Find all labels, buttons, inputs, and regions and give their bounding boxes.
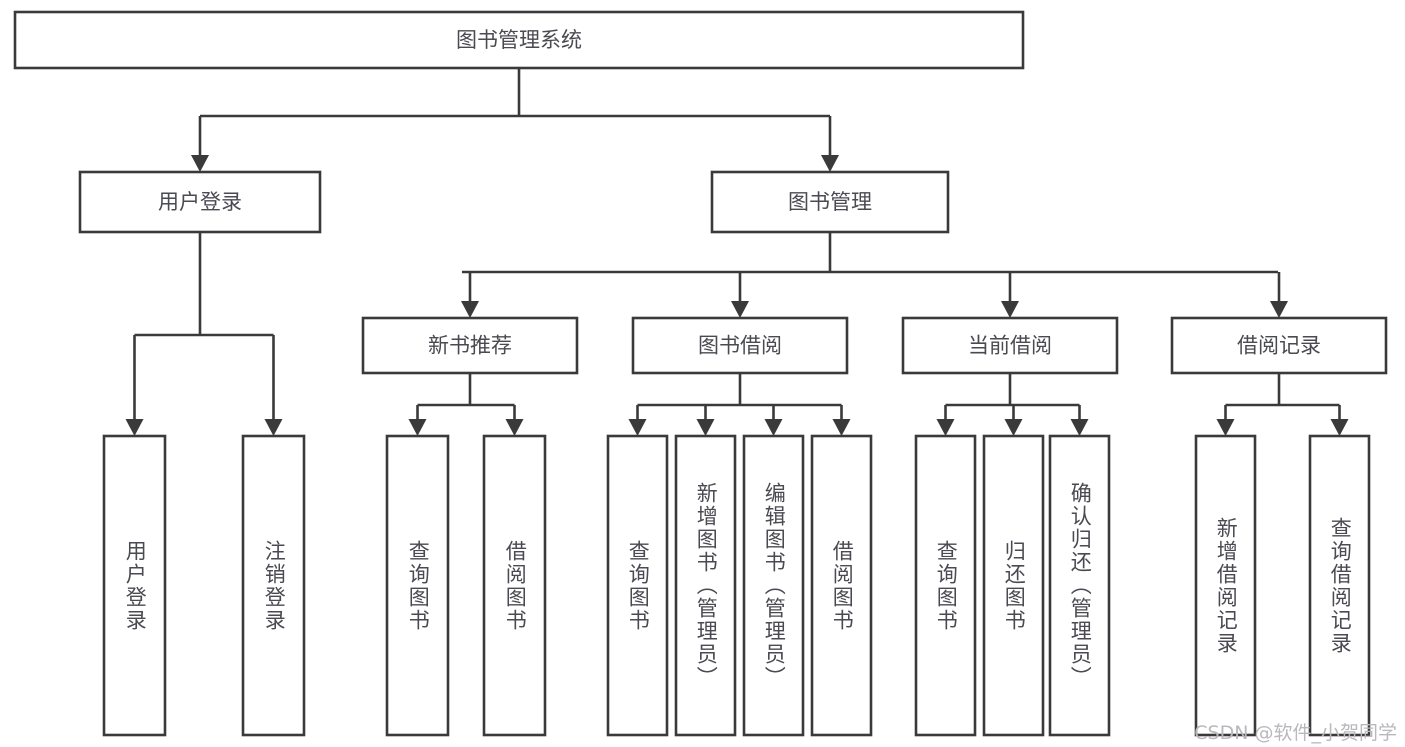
arrow-leaf-query-book-2 [628,419,647,436]
node-leaf-borrow-book-1[interactable] [482,434,547,737]
node-leaf-return-book[interactable] [982,434,1045,737]
node-leaf-query-book-3[interactable] [914,434,977,737]
connectors-layer [125,68,1349,436]
node-leaf-user-login[interactable] [102,434,167,737]
arrow-user-login [191,155,209,172]
csdn-watermark: CSDN @软件_小贺同学 [1194,722,1397,744]
arrow-leaf-logout [264,419,283,436]
arrow-new-book-recommend [461,301,479,318]
node-leaf-add-book[interactable] [674,434,737,737]
arrow-leaf-query-record [1330,419,1349,436]
arrow-book-manage [821,155,839,172]
node-user-login[interactable] [78,170,322,234]
node-book-borrow-label: 图书借阅 [698,334,782,358]
node-leaf-add-record[interactable] [1194,434,1257,737]
node-leaf-confirm-return[interactable] [1048,434,1111,737]
node-root-label: 图书管理系统 [456,28,582,52]
node-new-book-recommend[interactable] [361,316,579,375]
boxes-layer [13,10,1388,737]
node-user-login-label: 用户登录 [158,190,242,214]
arrow-leaf-borrow-book-2 [832,419,851,436]
arrow-borrow-record [1270,301,1288,318]
arrow-leaf-return-book [1004,419,1023,436]
node-leaf-query-record[interactable] [1308,434,1371,737]
node-root[interactable] [13,10,1025,70]
arrow-leaf-add-book [696,419,715,436]
arrow-current-borrow [1001,301,1019,318]
arrow-leaf-query-book-1 [408,419,427,436]
node-leaf-query-book-1[interactable] [385,434,450,737]
arrow-leaf-borrow-book-1 [505,419,524,436]
node-borrow-record-label: 借阅记录 [1237,334,1321,358]
arrow-leaf-confirm-return [1070,419,1089,436]
node-new-book-recommend-label: 新书推荐 [428,334,512,358]
node-current-borrow[interactable] [901,316,1119,375]
node-current-borrow-label: 当前借阅 [968,334,1052,358]
node-leaf-borrow-book-2[interactable] [810,434,873,737]
arrow-leaf-add-record [1216,419,1235,436]
node-book-manage-label: 图书管理 [788,190,872,214]
arrow-leaf-query-book-3 [936,419,955,436]
node-leaf-query-book-2[interactable] [606,434,669,737]
node-leaf-logout[interactable] [241,434,306,737]
arrow-leaf-user-login [125,419,144,436]
node-book-manage[interactable] [710,170,950,234]
node-book-borrow[interactable] [631,316,849,375]
arrow-leaf-edit-book [764,419,783,436]
arrow-book-borrow [731,301,749,318]
node-leaf-edit-book[interactable] [742,434,805,737]
node-borrow-record[interactable] [1170,316,1388,375]
